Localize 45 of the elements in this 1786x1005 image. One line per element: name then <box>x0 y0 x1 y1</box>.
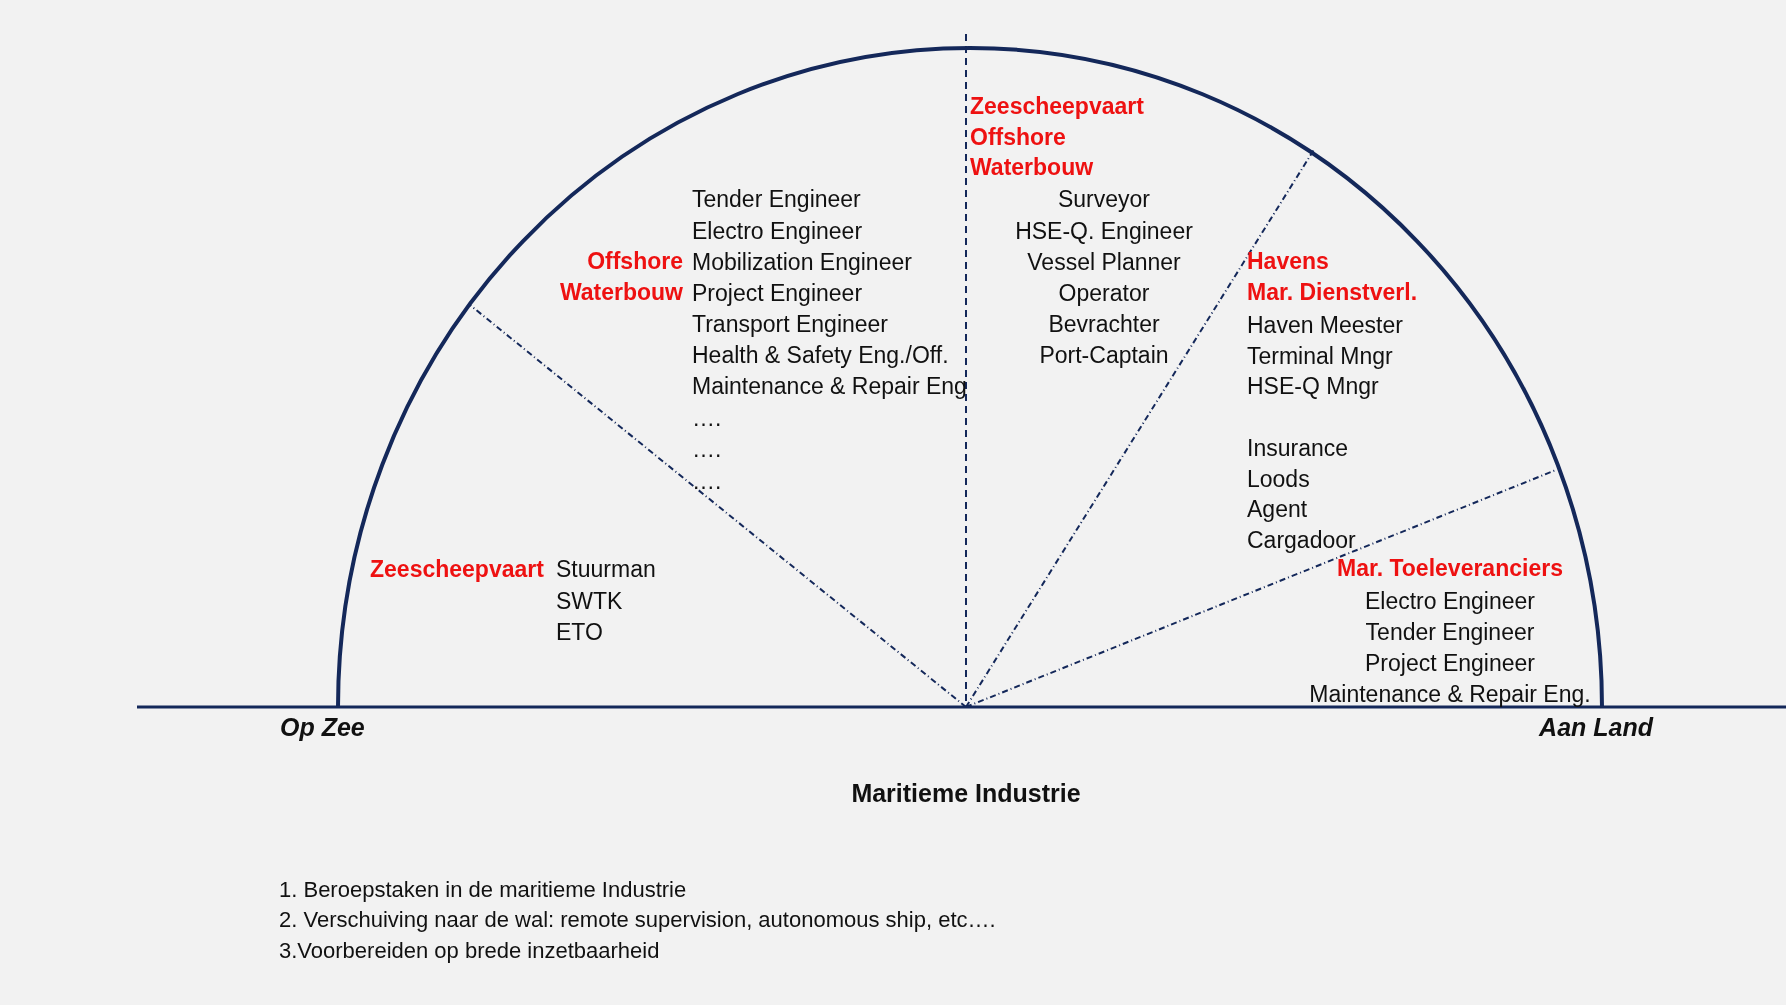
job-title: HSE-Q. Engineer <box>1015 217 1193 245</box>
job-title: …. <box>692 467 722 495</box>
job-title: Port-Captain <box>1039 341 1169 369</box>
job-title: Tender Engineer <box>1365 618 1535 646</box>
sector-heading: Waterbouw <box>559 278 683 306</box>
job-title: Electro Engineer <box>1365 587 1535 615</box>
job-title: Maintenance & Repair Eng <box>692 372 967 400</box>
note: 3.Voorbereiden op brede inzetbaarheid <box>279 937 660 965</box>
job-title: HSE-Q Mngr <box>1247 372 1379 400</box>
job-title: Bevrachter <box>1048 310 1160 338</box>
job-title: Cargadoor <box>1247 526 1356 554</box>
sector-heading: Mar. Toeleveranciers <box>1337 554 1563 582</box>
diagram-title: Maritieme Industrie <box>851 779 1081 807</box>
job-title: Agent <box>1247 495 1308 523</box>
job-title: ETO <box>556 618 603 646</box>
job-title: Maintenance & Repair Eng. <box>1309 680 1591 708</box>
job-title: Vessel Planner <box>1027 248 1181 276</box>
axis-label: Op Zee <box>280 713 365 741</box>
job-title: Tender Engineer <box>692 185 861 213</box>
job-title: Operator <box>1058 279 1150 307</box>
sector-heading: Mar. Dienstverl. <box>1247 278 1418 306</box>
axis-label: Aan Land <box>1539 713 1653 741</box>
sector-heading: Offshore <box>970 123 1066 151</box>
job-title: Project Engineer <box>1365 649 1535 677</box>
job-title: SWTK <box>556 587 623 615</box>
job-title: Insurance <box>1247 434 1348 462</box>
job-title: Stuurman <box>556 555 656 583</box>
job-title: Surveyor <box>1058 185 1150 213</box>
sector-heading: Zeescheepvaart <box>370 555 544 583</box>
sector-heading: Havens <box>1247 247 1329 275</box>
job-title: Electro Engineer <box>692 217 863 245</box>
note: 1. Beroepstaken in de maritieme Industrie <box>279 876 687 904</box>
job-title: …. <box>692 404 722 432</box>
job-title: Mobilization Engineer <box>692 248 912 276</box>
job-title: Health & Safety Eng./Off. <box>692 341 949 369</box>
job-title: Terminal Mngr <box>1247 342 1393 370</box>
job-title: …. <box>692 435 722 463</box>
job-title: Loods <box>1247 465 1310 493</box>
job-title: Project Engineer <box>692 279 863 307</box>
sector-heading: Waterbouw <box>970 153 1094 181</box>
job-title: Haven Meester <box>1247 311 1403 339</box>
note: 2. Verschuiving naar de wal: remote supervision, autonomous ship, etc…. <box>279 906 996 934</box>
job-title: Transport Engineer <box>692 310 889 338</box>
sector-heading: Offshore <box>587 247 683 275</box>
sector-heading: Zeescheepvaart <box>970 92 1144 120</box>
